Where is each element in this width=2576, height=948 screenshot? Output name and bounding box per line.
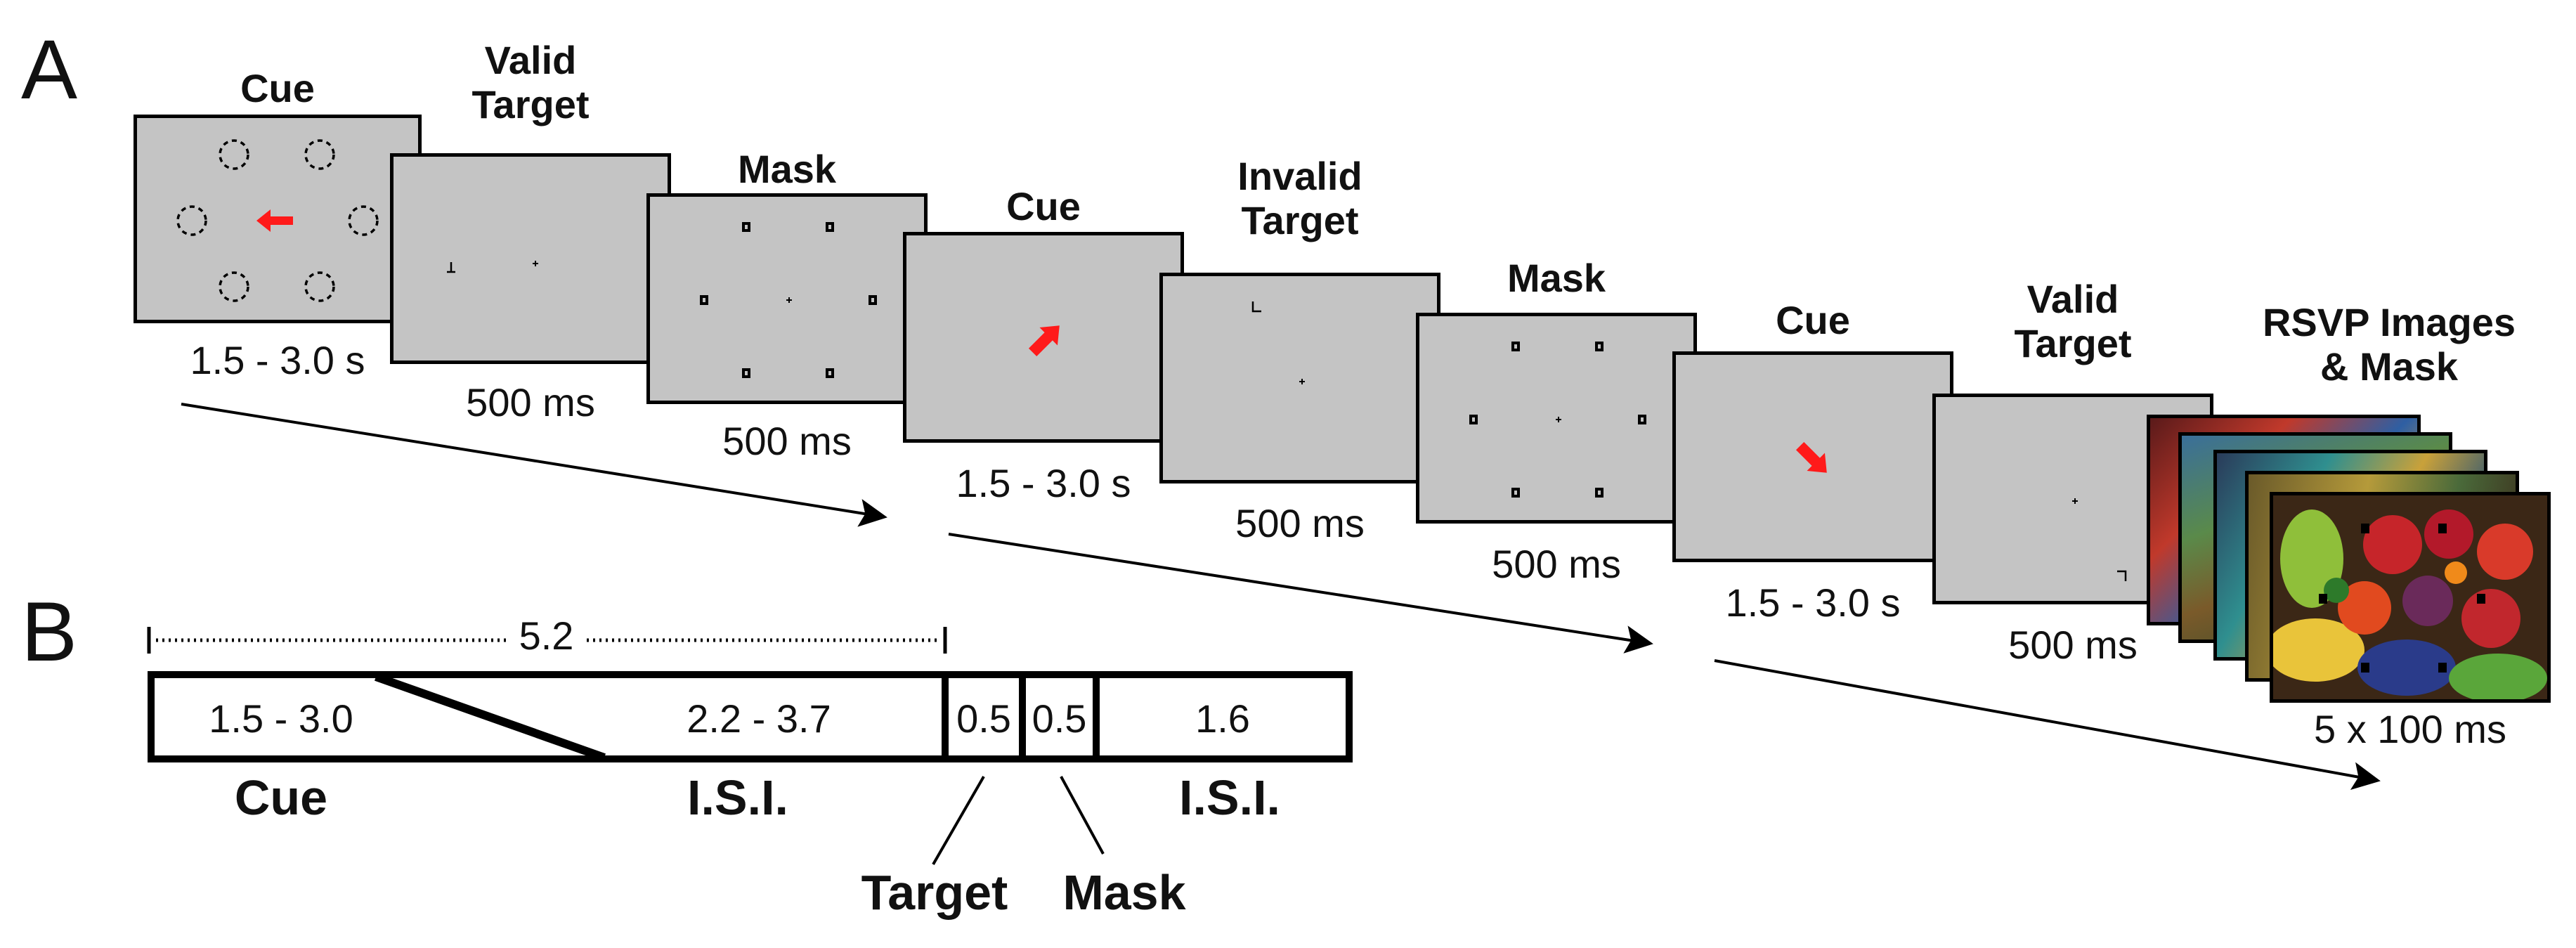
timeline-segment-isi2: 1.6 xyxy=(1195,696,1250,741)
cue-display-3 xyxy=(1795,441,1827,473)
screen-title-mask-1: Mask xyxy=(737,147,837,191)
cue-display-2 xyxy=(1028,325,1060,357)
flow-arrow-3 xyxy=(1714,659,2381,790)
screen-cue-2 xyxy=(903,232,1184,443)
screen-title-cue-2: Cue xyxy=(1006,184,1081,228)
duration-rsvp: 5 x 100 ms xyxy=(2314,707,2506,751)
timeline-label-target: Target xyxy=(861,865,1008,920)
screen-title-valid-target-1: Valid Target xyxy=(471,38,590,126)
timeline-box-isi2 xyxy=(1093,671,1353,762)
timeline-segment-mask: 0.5 xyxy=(1032,696,1087,741)
mask-display-2 xyxy=(1469,342,1646,498)
left-arrow-icon xyxy=(256,209,293,232)
valid-target-display-1 xyxy=(447,261,538,273)
mask-display-1 xyxy=(700,222,877,378)
screen-title-valid-target-2: Valid Target xyxy=(2014,277,2132,365)
timeline-segment-isi1: 2.2 - 3.7 xyxy=(687,696,831,741)
screen-mask-1 xyxy=(646,193,928,404)
down-right-arrow-icon xyxy=(1795,441,1827,473)
duration-cue-1: 1.5 - 3.0 s xyxy=(190,338,365,382)
timeline-label-cue: Cue xyxy=(234,770,328,825)
screen-title-rsvp: RSVP Images & Mask xyxy=(2262,300,2516,389)
screen-title-mask-2: Mask xyxy=(1507,256,1606,300)
rsvp-image-mask xyxy=(2270,492,2551,703)
duration-mask-2: 500 ms xyxy=(1492,542,1621,586)
timeline-label-isi2: I.S.I. xyxy=(1179,770,1280,825)
timeline-label-isi1: I.S.I. xyxy=(687,770,788,825)
timeline-segment-cue: 1.5 - 3.0 xyxy=(209,696,353,741)
panel-label-b: B xyxy=(21,585,78,679)
screen-title-cue-1: Cue xyxy=(240,66,315,110)
flow-arrow-2 xyxy=(948,533,1653,654)
flow-arrow-1 xyxy=(181,403,887,527)
duration-cue-2: 1.5 - 3.0 s xyxy=(956,461,1131,505)
timeline-total-duration: 5.2 xyxy=(519,613,574,658)
invalid-target-display xyxy=(1251,301,1305,384)
panel-label-a: A xyxy=(21,22,78,117)
screen-valid-target-1 xyxy=(390,153,671,364)
duration-invalid-target: 500 ms xyxy=(1235,501,1365,545)
duration-valid-target-1: 500 ms xyxy=(466,380,595,424)
screen-mask-2 xyxy=(1416,313,1697,524)
cue-display-1 xyxy=(176,139,379,302)
fruit-vegetable-image xyxy=(2273,495,2547,699)
mask-leader-line xyxy=(1060,776,1105,855)
timeline-label-mask: Mask xyxy=(1062,865,1186,920)
screen-invalid-target xyxy=(1159,273,1440,483)
screen-title-invalid-target: Invalid Target xyxy=(1237,154,1362,242)
duration-cue-3: 1.5 - 3.0 s xyxy=(1725,580,1901,625)
duration-mask-1: 500 ms xyxy=(722,419,852,463)
cue-isi-jitter-line xyxy=(374,673,606,762)
timeline-segment-target: 0.5 xyxy=(956,696,1011,741)
up-right-arrow-icon xyxy=(1028,325,1060,357)
valid-target-display-2 xyxy=(2072,498,2127,581)
screen-title-cue-3: Cue xyxy=(1776,298,1850,342)
duration-valid-target-2: 500 ms xyxy=(2008,623,2138,667)
target-leader-line xyxy=(932,776,985,865)
